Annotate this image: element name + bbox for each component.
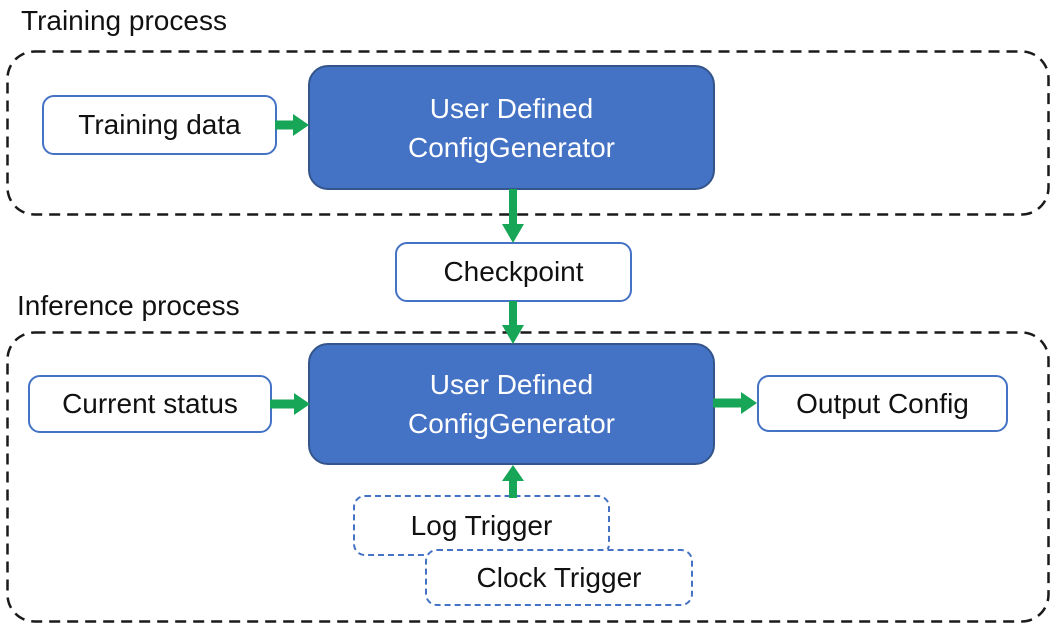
checkpoint-node: Checkpoint: [395, 242, 632, 302]
arrow-training-data-to-generator: [275, 114, 309, 136]
log-trigger-label: Log Trigger: [410, 509, 553, 541]
training-process-container: [6, 50, 1050, 216]
clock-trigger-node: Clock Trigger: [425, 549, 693, 606]
current-status-node: Current status: [28, 375, 272, 433]
arrow-current-status-to-generator: [270, 393, 310, 415]
clock-trigger-label: Clock Trigger: [476, 561, 642, 593]
inference-process-title: Inference process: [17, 290, 240, 321]
config-generator-training-node: User Defined ConfigGenerator: [308, 65, 715, 190]
config-generator-inference-node: User Defined ConfigGenerator: [308, 343, 715, 465]
output-config-node: Output Config: [757, 375, 1008, 432]
training-data-label: Training data: [78, 109, 241, 140]
arrow-generator-to-output-config: [713, 392, 757, 414]
checkpoint-label: Checkpoint: [443, 256, 584, 287]
config-generator-inference-line1: User Defined: [429, 369, 594, 400]
arrow-checkpoint-to-generator: [502, 301, 524, 344]
config-generator-training-line1: User Defined: [429, 92, 594, 124]
config-generator-training-line2: ConfigGenerator: [407, 131, 615, 163]
current-status-label: Current status: [62, 388, 238, 419]
arrow-triggers-to-generator: [502, 465, 524, 498]
inference-process-container: [6, 331, 1050, 623]
training-process-title: Training process: [21, 5, 227, 36]
log-trigger-node: Log Trigger: [353, 495, 610, 556]
config-generator-inference-line2: ConfigGenerator: [407, 408, 615, 439]
arrow-generator-to-checkpoint: [502, 189, 524, 243]
output-config-label: Output Config: [796, 387, 969, 419]
training-data-node: Training data: [42, 95, 277, 155]
